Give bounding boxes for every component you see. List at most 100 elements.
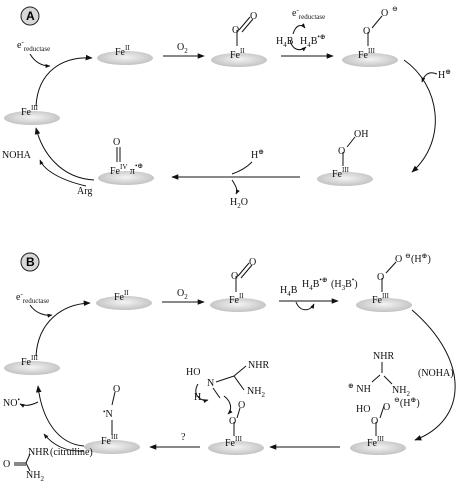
- heme-disc-fe3-left: [4, 111, 60, 125]
- b-nh-radical: ⊕ NH: [348, 382, 371, 395]
- dioxygen-ligand: [236, 16, 254, 46]
- b-right-curve-arrow: [411, 309, 456, 441]
- b-h4b-radical-label: H4B•⊕: [302, 276, 328, 292]
- b-mid-o1: O: [229, 416, 236, 427]
- heme-disc-b-fe3-no: [84, 440, 140, 454]
- panel-b-label: B: [26, 255, 35, 269]
- fe2-o2-label: FeII: [230, 47, 245, 61]
- b-citrulline-label: (citrulline): [50, 447, 93, 458]
- b-no-n: •N: [103, 408, 113, 420]
- e-reductase-left-arrow: [29, 53, 51, 68]
- b-h4b-label: H4B: [280, 285, 298, 298]
- b-nh2: NH2: [392, 385, 410, 398]
- heme-disc-fe2-o2: [211, 53, 267, 67]
- h4b-curved-arrow-2: [289, 39, 307, 52]
- fe3-left-to-fe2-arrow: [35, 54, 93, 107]
- h4b-radical-label: H4B•⊕: [300, 33, 326, 49]
- peroxo-o1: O: [363, 26, 370, 37]
- fe3-peroxo-label: FeIII: [358, 47, 376, 61]
- b-mid-n: N: [207, 378, 214, 389]
- b-fe3-noha-label: FeIII: [367, 435, 385, 449]
- b-peroxo-o1: O: [377, 272, 384, 283]
- b-fe3-left-to-fe2-arrow: [35, 300, 91, 357]
- heme-disc-b-fe2: [96, 296, 152, 310]
- peroxo-ligand: [367, 15, 383, 46]
- h-plus-right-arrow: [421, 72, 438, 83]
- b-h-plus-paren: (H⊕): [411, 252, 431, 265]
- panel-b: B e-reductase FeII O2 O O FeII H4B H4B•⊕…: [3, 252, 456, 483]
- oxo-o: O: [113, 137, 120, 148]
- b-o-peroxo: O: [383, 402, 390, 413]
- b-citrulline-bonds: [14, 453, 31, 472]
- b-nhr: NHR: [373, 351, 394, 362]
- b-fe3-no-label: FeIII: [101, 433, 119, 447]
- b-mid-electron-arrow-1: [195, 383, 209, 404]
- b-fe3-mid-label: FeIII: [225, 435, 243, 449]
- panel-a-label-circle: [20, 6, 40, 26]
- b-ho: HO: [356, 404, 370, 415]
- h-plus-bottom: H⊕: [251, 148, 264, 161]
- fe4-label: FeIV π•⊕: [110, 162, 143, 177]
- b-noha-paren: (NOHA): [418, 368, 454, 379]
- b-h3b-label: (H3B•): [331, 276, 358, 292]
- b-o2-o1: O: [231, 271, 238, 282]
- fe3-ooh-label: FeIII: [332, 166, 350, 180]
- b-fe3-peroxo-label: FeIII: [372, 292, 390, 306]
- noha-label: NOHA: [2, 150, 32, 161]
- b-mid-ho: HO: [186, 367, 200, 378]
- b-cit-nhr: NHR: [28, 447, 49, 458]
- heme-disc-b-fe2-o2: [210, 298, 266, 312]
- fe3-left-label: FeIII: [21, 104, 39, 118]
- b-fe2-o2-label: FeII: [229, 292, 244, 306]
- b-o2-label: O2: [177, 288, 188, 301]
- o2-arrow-label: O2: [177, 42, 188, 55]
- b-o-lower: O: [371, 416, 378, 427]
- b-mid-nhr: NHR: [248, 360, 269, 371]
- panel-a-label: A: [26, 9, 35, 23]
- b-question-mark: ?: [181, 432, 186, 443]
- b-cit-nh2: NH2: [26, 470, 44, 483]
- e-reductase-top: e-reductase: [292, 6, 325, 21]
- ooh-o1: O: [338, 146, 345, 157]
- b-mid-complex-bonds: [212, 365, 247, 436]
- b-mid-nh2: NH2: [247, 386, 265, 399]
- arg-label: Arg: [77, 186, 92, 197]
- b-peroxo-ligand: [381, 261, 397, 292]
- peroxo-charge: ⊖: [392, 5, 398, 13]
- panel-b-label-circle: [20, 252, 40, 272]
- h2o-label: H2O: [230, 197, 248, 210]
- fe2-o2-o-atoms: O: [232, 25, 239, 36]
- h-plus-bottom-arrow: [231, 161, 253, 175]
- peroxo-o2: O: [381, 8, 388, 19]
- heme-disc-b-fe3-left: [4, 361, 60, 375]
- b-no-o: O: [113, 384, 120, 395]
- heme-disc-fe2: [97, 51, 153, 65]
- b-fe3-no-to-left-arrow: [35, 385, 85, 447]
- ooh-oh: OH: [354, 129, 368, 140]
- b-mid-o2: O: [238, 400, 245, 411]
- b-peroxo-o2: O: [395, 254, 402, 265]
- b-no-release: NO•: [3, 396, 20, 409]
- b-nitrosyl-ligand: [111, 391, 116, 435]
- b-o2-o2: O: [249, 257, 256, 268]
- fe2-o2-o-atom-top: O: [250, 11, 257, 22]
- b-cit-o: O: [3, 459, 10, 470]
- protonation-arrow-right: [403, 59, 436, 173]
- b-no-release-arrow: [19, 401, 39, 408]
- e-reductase-left: e-reductase: [17, 38, 50, 53]
- e-reductase-b: e-reductase: [16, 290, 49, 305]
- heme-disc-fe3-peroxo: [342, 53, 398, 67]
- heme-disc-fe3-ooh: [317, 172, 373, 186]
- b-h4b-curved-arrow: [295, 301, 315, 311]
- b-mid-electron-arrow-2: [223, 395, 233, 415]
- oxo-ligand: [116, 147, 121, 162]
- heme-disc-b-fe3-mid: [208, 441, 264, 455]
- b-citrulline-release-arrow: [43, 433, 85, 452]
- b-fe2-label: FeII: [114, 289, 129, 303]
- h-plus-right: H⊕: [438, 68, 451, 81]
- fe2-label: FeII: [115, 44, 130, 58]
- b-mid-h: H: [194, 392, 201, 403]
- hydroperoxo-ligand: [342, 136, 356, 166]
- arg-to-noha-arrow: [39, 159, 87, 187]
